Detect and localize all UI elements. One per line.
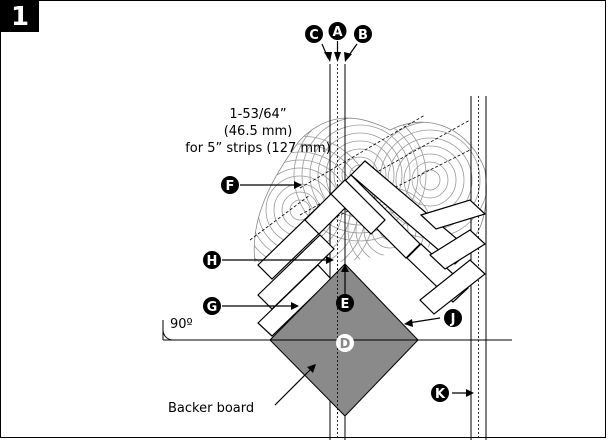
callout-j: J: [444, 309, 462, 327]
callout-k: K: [431, 384, 449, 402]
dimension-line-2: (46.5 mm): [224, 124, 293, 139]
svg-text:D: D: [340, 337, 351, 352]
backer-board-label: Backer board: [168, 401, 254, 416]
svg-text:J: J: [450, 312, 456, 327]
svg-text:A: A: [332, 25, 342, 40]
callout-a: A: [328, 22, 347, 40]
callout-f: F: [221, 176, 239, 194]
svg-text:E: E: [341, 297, 350, 312]
callout-d: D: [336, 334, 354, 352]
svg-text:G: G: [207, 300, 218, 315]
callout-e: E: [336, 294, 354, 312]
svg-text:B: B: [358, 28, 368, 43]
svg-text:H: H: [207, 254, 218, 269]
angle-label: 90º: [170, 317, 193, 332]
callout-g: G: [203, 297, 221, 315]
dimension-line-3: for 5” strips (127 mm): [185, 141, 331, 156]
svg-text:K: K: [435, 387, 446, 402]
leader-lines: [222, 41, 470, 406]
dimension-line-1: 1-53/64”: [229, 107, 286, 122]
arrow-heads: [291, 52, 474, 397]
svg-text:F: F: [226, 179, 235, 194]
callout-h: H: [203, 251, 221, 269]
step-number-badge: 1: [1, 1, 39, 32]
angle-marker: [162, 320, 174, 341]
callout-c: C: [305, 25, 323, 43]
callout-b: B: [354, 25, 372, 43]
svg-text:C: C: [309, 28, 319, 43]
